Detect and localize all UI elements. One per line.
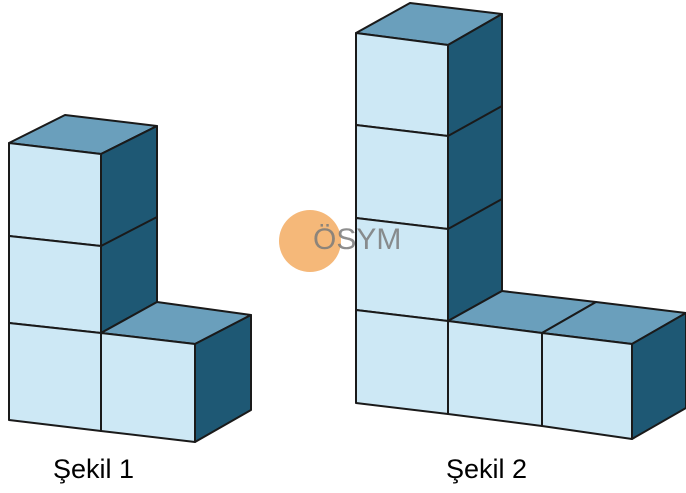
figure-1-caption: Şekil 1 [53,454,134,484]
figure-1-side-cube-side [194,314,252,443]
figure-1-side-cube-front [100,332,196,443]
figure-2-row-side [631,312,686,440]
watermark-text: ÖSYM [313,223,401,256]
figure-2-column-side [447,13,503,322]
figure-1-front-cube-3 [8,322,102,432]
figure-2-cubes [355,2,686,440]
figure-1-cubes [8,114,252,443]
figure-2-caption: Şekil 2 [446,454,527,484]
figure-2-front-cube-2 [355,124,449,230]
watermark-circle [279,210,341,272]
figure-2-row-cube-1-front [447,320,543,427]
figure-2-front-cube-4 [355,309,449,415]
figure-1-front-cube-2 [8,235,102,334]
figure-2-front-cube-1 [355,32,449,137]
figure-2-row-cube-2-front [541,332,633,440]
figure-1-front-cube-1 [8,142,102,247]
osym-watermark: ÖSYM [279,210,401,272]
figure-1-column-side [100,125,158,334]
